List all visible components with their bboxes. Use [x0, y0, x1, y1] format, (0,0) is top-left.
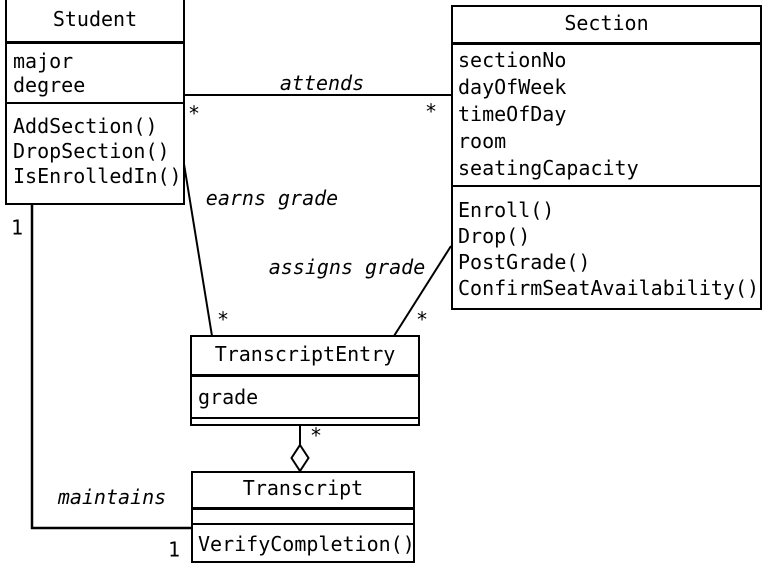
assigns-grade-multiplicity: * [415, 307, 429, 332]
class-box-student: Student major degree AddSection() DropSe… [5, 0, 185, 205]
section-attributes-compartment: sectionNo dayOfWeek timeOfDay room seati… [453, 45, 760, 187]
transcript-methods-compartment: VerifyCompletion() [193, 525, 413, 564]
student-methods-compartment: AddSection() DropSection() IsEnrolledIn(… [7, 104, 183, 189]
section-methods-compartment: Enroll() Drop() PostGrade() ConfirmSeatA… [453, 187, 760, 301]
attends-label: attends [279, 71, 365, 95]
section-method: PostGrade() [458, 250, 591, 274]
class-title-student: Student [7, 0, 183, 44]
class-title-section: Section [453, 7, 760, 45]
earns-grade-multiplicity: * [216, 307, 230, 332]
class-box-transcript-entry: TranscriptEntry grade [190, 335, 420, 426]
class-title-transcript-entry: TranscriptEntry [192, 337, 418, 377]
student-method: IsEnrolledIn() [13, 164, 182, 188]
maintains-association-line [30, 203, 191, 530]
transcript-attributes-compartment [193, 510, 413, 525]
section-attribute: sectionNo [458, 48, 567, 72]
section-attribute: room [458, 129, 507, 153]
student-method: DropSection() [13, 139, 170, 163]
maintains-multiplicity-transcript: 1 [167, 537, 181, 562]
class-box-transcript: Transcript VerifyCompletion() [191, 471, 415, 563]
section-attribute: timeOfDay [458, 102, 567, 126]
student-attribute: major [13, 49, 74, 73]
transcript-entry-attributes-compartment: grade [192, 377, 418, 419]
aggregation-diamond-icon [290, 443, 310, 473]
class-box-section: Section sectionNo dayOfWeek timeOfDay ro… [451, 5, 762, 310]
transcript-entry-methods-compartment [192, 419, 418, 427]
maintains-multiplicity-student: 1 [10, 215, 24, 240]
aggregation-multiplicity: * [309, 423, 323, 448]
section-attribute: dayOfWeek [458, 75, 567, 99]
student-attribute: degree [13, 73, 86, 97]
class-title-transcript: Transcript [193, 473, 413, 510]
assigns-grade-label: assigns grade [268, 255, 426, 279]
transcript-method: VerifyCompletion() [198, 532, 413, 556]
attends-multiplicity-section: * [424, 99, 438, 124]
earns-grade-label: earns grade [205, 186, 339, 210]
attends-multiplicity-student: * [187, 101, 201, 126]
student-method: AddSection() [13, 114, 158, 138]
section-method: Enroll() [458, 198, 555, 222]
section-method: Drop() [458, 224, 531, 248]
section-attribute: seatingCapacity [458, 156, 639, 180]
maintains-label: maintains [57, 485, 167, 509]
transcript-entry-attribute: grade [198, 385, 259, 409]
assigns-grade-association-line [393, 245, 452, 337]
earns-grade-association-line [183, 163, 213, 337]
section-method: ConfirmSeatAvailability() [458, 276, 760, 300]
student-attributes-compartment: major degree [7, 44, 183, 104]
